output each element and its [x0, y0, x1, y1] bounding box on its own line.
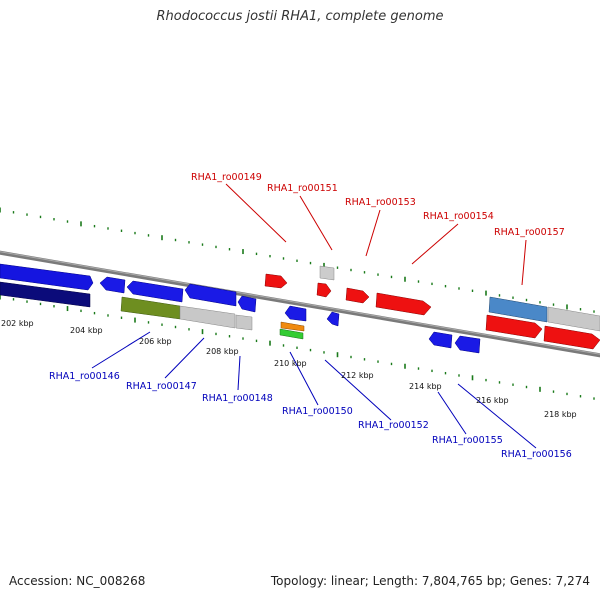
accession-text: Accession: NC_008268: [9, 574, 146, 588]
gene-label-ro00147[interactable]: RHA1_ro00147: [126, 381, 197, 392]
scale-label: 206 kbp: [139, 337, 172, 346]
gene-label-ro00154[interactable]: RHA1_ro00154: [423, 211, 494, 222]
gene-red-6[interactable]: [543, 325, 600, 350]
gene-blue-7[interactable]: [326, 311, 340, 327]
reverse-callout-lines: [91, 331, 537, 449]
gene-label-ro00146[interactable]: RHA1_ro00146: [49, 371, 120, 382]
gene-navy-1[interactable]: [0, 281, 91, 308]
scale-label: 210 kbp: [274, 359, 307, 368]
outer-ticks-bottom: [0, 294, 595, 400]
gene-label-ro00149[interactable]: RHA1_ro00149: [191, 172, 262, 183]
gene-label-ro00152[interactable]: RHA1_ro00152: [358, 420, 429, 431]
gene-label-ro00153[interactable]: RHA1_ro00153: [345, 197, 416, 208]
scale-label: 214 kbp: [409, 382, 442, 391]
scale-label: 204 kbp: [70, 326, 103, 335]
genome-title: Rhodococcus jostii RHA1, complete genome: [156, 9, 444, 24]
gene-orange[interactable]: [280, 321, 305, 332]
genome-summary-text: Topology: linear; Length: 7,804,765 bp; …: [270, 574, 590, 588]
gene-label-ro00151[interactable]: RHA1_ro00151: [267, 183, 338, 194]
gene-label-ro00155[interactable]: RHA1_ro00155: [432, 435, 503, 446]
gene-steelblue[interactable]: [488, 296, 548, 323]
gene-red-2[interactable]: [316, 282, 332, 298]
scale-labels: 202 kbp 204 kbp 206 kbp 208 kbp 210 kbp …: [1, 319, 577, 419]
scale-label: 216 kbp: [476, 396, 509, 405]
gene-gray-3[interactable]: [319, 265, 335, 281]
gene-gray-1[interactable]: [179, 305, 236, 329]
forward-gene-labels: RHA1_ro00149 RHA1_ro00151 RHA1_ro00153 R…: [191, 172, 565, 238]
gene-blue-2[interactable]: [99, 276, 126, 294]
gene-label-ro00150[interactable]: RHA1_ro00150: [282, 406, 353, 417]
gene-green[interactable]: [279, 328, 304, 340]
gene-red-1[interactable]: [264, 273, 288, 289]
gene-blue-1[interactable]: [0, 263, 94, 291]
gene-red-3[interactable]: [345, 287, 370, 304]
scale-label: 202 kbp: [1, 319, 34, 328]
gene-blue-8[interactable]: [428, 331, 453, 349]
gene-label-ro00157[interactable]: RHA1_ro00157: [494, 227, 565, 238]
scale-label: 218 kbp: [544, 410, 577, 419]
gene-blue-9[interactable]: [454, 335, 481, 354]
gene-blue-4[interactable]: [184, 283, 237, 307]
reverse-gene-labels: RHA1_ro00146 RHA1_ro00147 RHA1_ro00148 R…: [49, 371, 572, 460]
scale-label: 212 kbp: [341, 371, 374, 380]
gene-blue-6[interactable]: [284, 305, 307, 322]
gene-red-4[interactable]: [375, 292, 432, 316]
gene-label-ro00156[interactable]: RHA1_ro00156: [501, 449, 572, 460]
gene-label-ro00148[interactable]: RHA1_ro00148: [202, 393, 273, 404]
gene-gray-2[interactable]: [235, 314, 253, 331]
forward-callout-lines: [225, 183, 527, 286]
gene-blue-5[interactable]: [237, 295, 257, 313]
backbone: [0, 250, 600, 358]
gene-gray-4[interactable]: [547, 306, 600, 332]
scale-label: 208 kbp: [206, 347, 239, 356]
gene-red-5[interactable]: [485, 314, 543, 339]
outer-ticks-top: [0, 207, 595, 313]
gene-track: [0, 263, 600, 354]
gene-blue-3[interactable]: [126, 280, 184, 303]
